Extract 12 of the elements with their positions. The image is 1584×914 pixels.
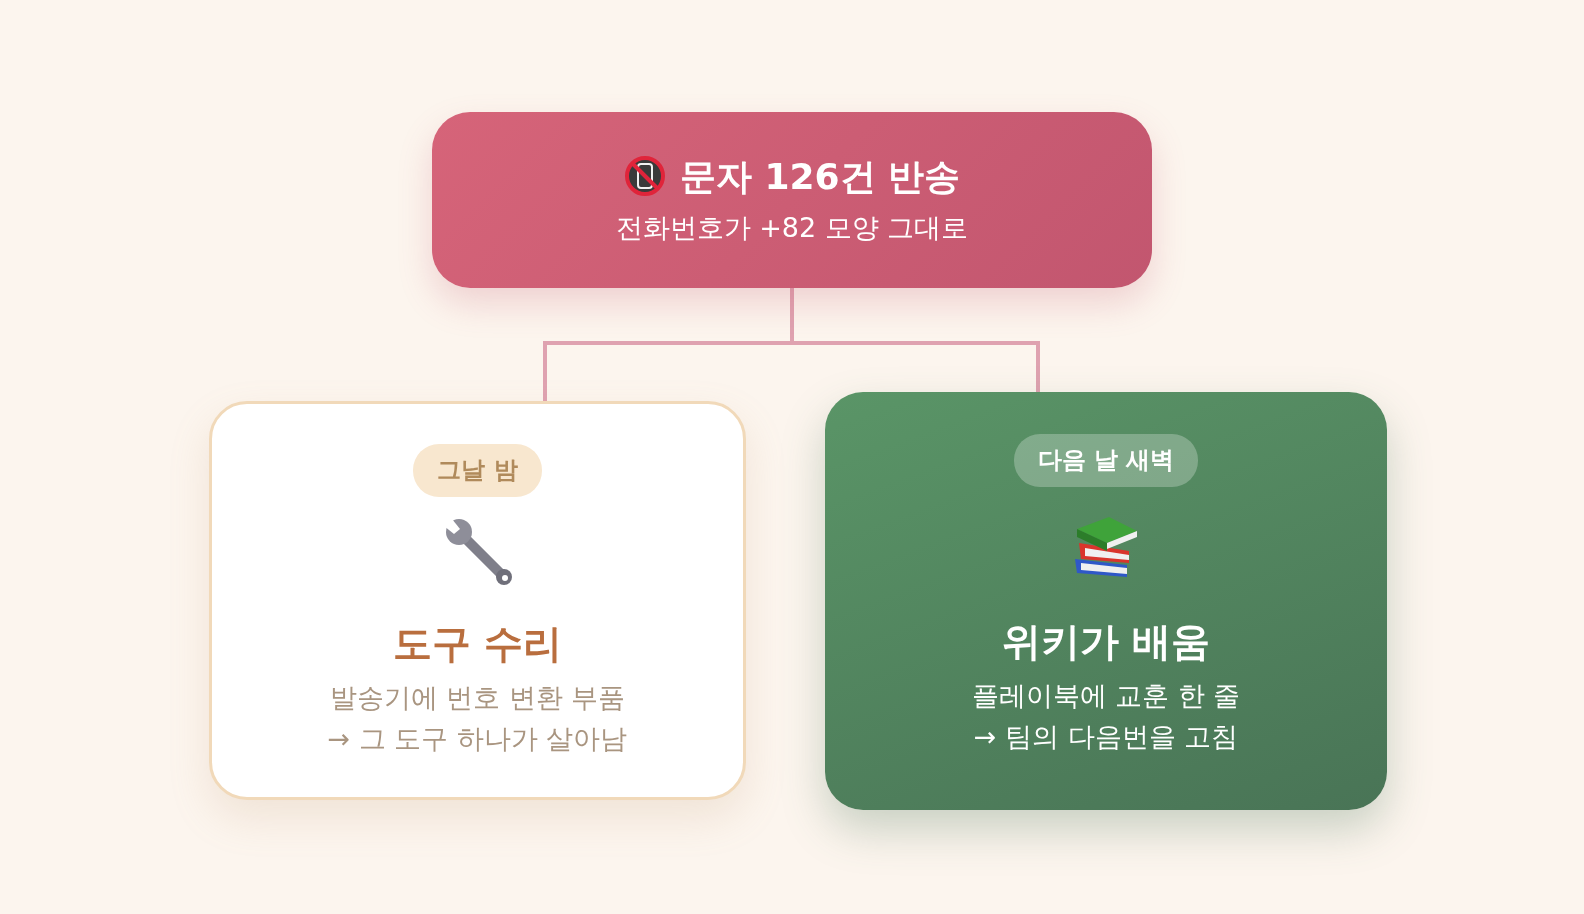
description: 발송기에 번호 변환 부품 → 그 도구 하나가 살아남	[327, 681, 628, 757]
connector-line	[790, 288, 1040, 392]
outcome-card	[825, 392, 1387, 810]
heading: 위키가 배움	[1001, 617, 1211, 666]
heading: 도구 수리	[392, 619, 563, 668]
event-box	[432, 112, 1152, 288]
outcome-card	[209, 401, 746, 800]
time-tag: 그날 밤	[413, 444, 542, 497]
time-tag: 다음 날 새벽	[1013, 434, 1199, 487]
heading: 문자 126건 반송	[679, 154, 961, 199]
subtitle: 전화번호가 +82 모양 그대로	[615, 211, 969, 246]
description: 플레이북에 교훈 한 줄 → 팀의 다음번을 고침	[970, 679, 1242, 755]
